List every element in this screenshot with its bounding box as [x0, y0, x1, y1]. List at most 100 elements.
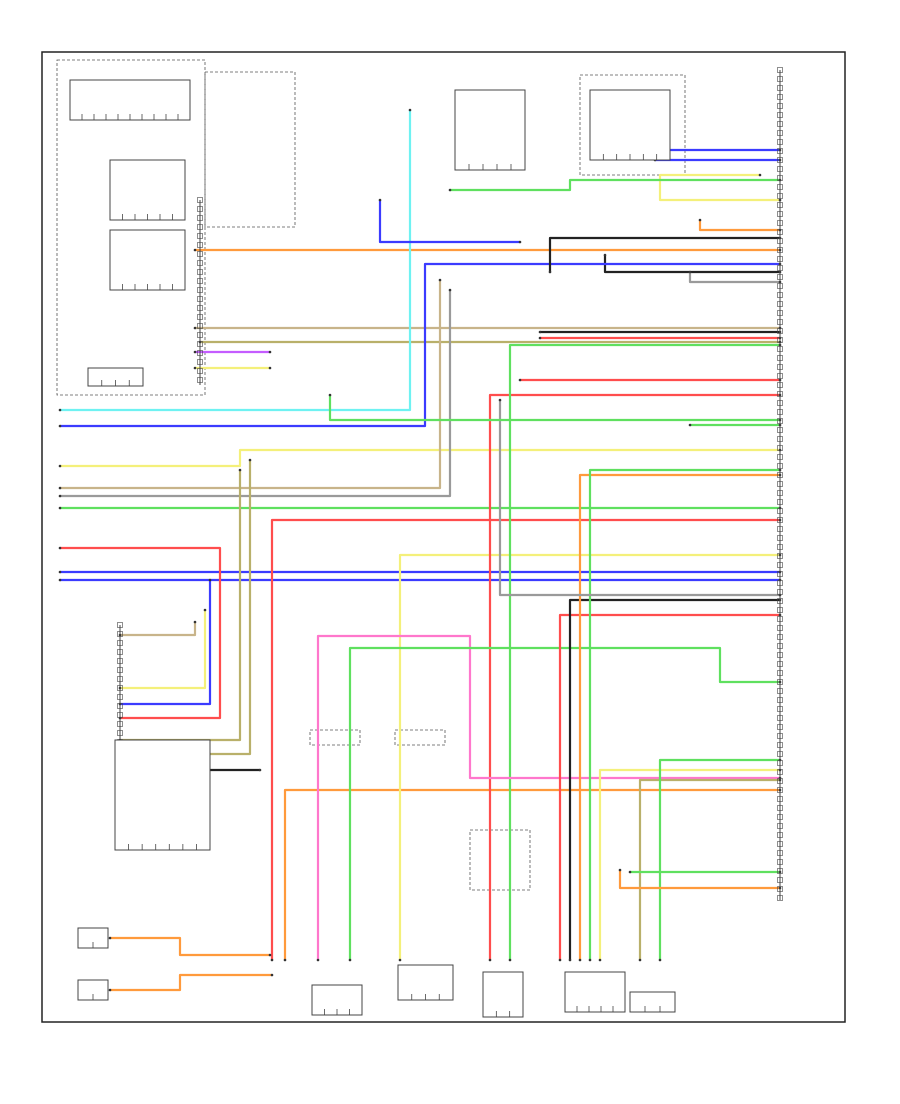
- connector-pin: [777, 256, 783, 262]
- connector-pin: [777, 481, 783, 487]
- connector-pin: [117, 721, 123, 727]
- connector-pin: [777, 706, 783, 712]
- wire-green-52: [328, 395, 780, 422]
- wire-green-33: [658, 758, 780, 960]
- wire-terminal: [58, 578, 62, 582]
- wire-orange-48: [698, 220, 780, 232]
- connector-pin: [777, 679, 783, 685]
- wire-terminal: [268, 350, 272, 354]
- wire-terminal: [270, 958, 274, 962]
- connector-pin: [117, 694, 123, 700]
- connector-pin: [777, 283, 783, 289]
- connector-pin: [117, 631, 123, 637]
- dashed-enclosure-0: [56, 59, 206, 396]
- wire-terminal: [58, 408, 62, 412]
- dashed-enclosure-3: [309, 729, 361, 746]
- connector-pin: [777, 112, 783, 118]
- wire-green-8: [450, 178, 780, 192]
- connector-pin: [197, 323, 203, 329]
- connector-pin: [197, 368, 203, 374]
- connector-pin: [777, 850, 783, 856]
- connector-pin: [777, 832, 783, 838]
- connector-pin: [777, 787, 783, 793]
- wire-orange-34: [618, 870, 780, 890]
- connector-pin: [197, 278, 203, 284]
- connector-pin: [777, 373, 783, 379]
- wire-terminal: [508, 958, 512, 962]
- wire-terminal: [58, 506, 62, 510]
- connector-pin: [777, 688, 783, 694]
- connector-pin: [117, 622, 123, 628]
- connector-pin: [777, 85, 783, 91]
- connector-pin: [197, 341, 203, 347]
- wire-orange-45: [110, 936, 270, 957]
- wire-black-28: [568, 598, 780, 960]
- component-box-0: [69, 79, 191, 121]
- wire-yellow-38: [120, 610, 207, 690]
- connector-pin: [777, 751, 783, 757]
- connector-pin: [777, 652, 783, 658]
- wire-terminal: [568, 958, 572, 962]
- connector-pin: [777, 598, 783, 604]
- connector-pin: [197, 260, 203, 266]
- dashed-enclosure-1: [204, 71, 296, 228]
- wire-red-20: [270, 518, 780, 960]
- connector-pin: [777, 310, 783, 316]
- wire-terminal: [538, 330, 542, 334]
- connector-pin: [777, 715, 783, 721]
- component-box-10: [629, 991, 676, 1013]
- wire-terminal: [603, 253, 607, 257]
- connector-pin: [117, 658, 123, 664]
- connector-pin: [777, 805, 783, 811]
- connector-pin: [777, 499, 783, 505]
- connector-pin: [777, 166, 783, 172]
- wire-terminal: [58, 486, 62, 490]
- wire-terminal: [618, 868, 622, 872]
- wire-terminal: [348, 958, 352, 962]
- wire-terminal: [316, 958, 320, 962]
- wire-terminal: [558, 958, 562, 962]
- connector-pin: [197, 206, 203, 212]
- connector-pin: [777, 148, 783, 154]
- wire-tan-37: [120, 622, 197, 637]
- connector-pin: [777, 454, 783, 460]
- wire-terminal: [58, 570, 62, 574]
- connector-pin: [777, 571, 783, 577]
- wire-terminal: [548, 270, 552, 274]
- wire-gray-10: [688, 272, 780, 284]
- wire-olive-32: [638, 778, 780, 960]
- wire-yellow-22: [398, 553, 780, 960]
- connector-pin: [777, 103, 783, 109]
- wire-terminal: [658, 958, 662, 962]
- wire-terminal: [193, 350, 197, 354]
- wire-terminal: [193, 326, 197, 330]
- connector-pin: [777, 733, 783, 739]
- wire-red-23: [488, 393, 780, 960]
- component-box-9: [564, 971, 626, 1013]
- connector-pin: [197, 197, 203, 203]
- wire-yellow-5: [658, 173, 780, 202]
- connector-pin: [117, 640, 123, 646]
- connector-pin: [777, 472, 783, 478]
- connector-pin: [197, 377, 203, 383]
- wire-terminal: [283, 958, 287, 962]
- wire-gray-19: [60, 290, 452, 498]
- connector-pin: [777, 796, 783, 802]
- connector-pin: [777, 274, 783, 280]
- connector-pin: [197, 224, 203, 230]
- component-box-2: [109, 229, 186, 291]
- connector-pin: [777, 400, 783, 406]
- connector-pin: [777, 841, 783, 847]
- connector-pin: [777, 220, 783, 226]
- dashed-enclosure-2: [579, 74, 686, 176]
- wire-layer: [58, 108, 782, 992]
- connector-pin: [777, 409, 783, 415]
- connector-pin: [777, 724, 783, 730]
- connector-pin: [117, 730, 123, 736]
- connector-pin: [197, 287, 203, 293]
- wire-terminal: [408, 108, 412, 112]
- connector-pin: [777, 778, 783, 784]
- connector-pin: [197, 332, 203, 338]
- connector-pin: [777, 535, 783, 541]
